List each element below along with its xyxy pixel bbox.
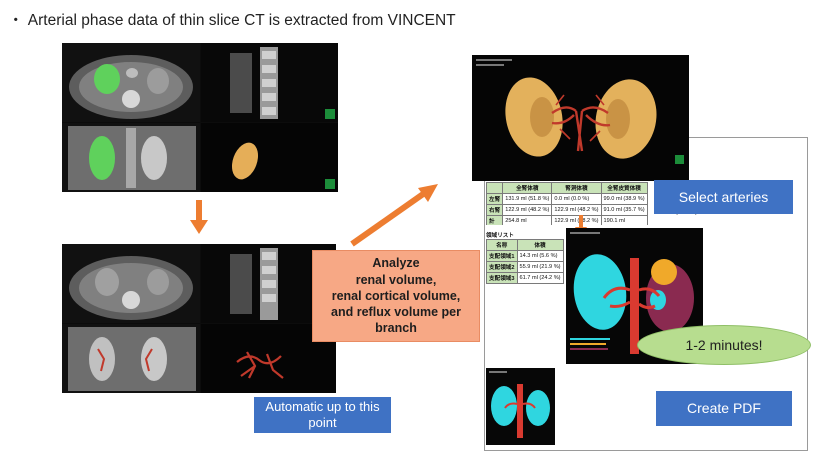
analyze-line-1: Analyze — [372, 256, 420, 271]
region-table-header: 名称 体積 — [486, 239, 564, 251]
region-table: 名称 体積 支配領域1 14.3 ml (5.6 %) 支配領域2 55.9 m… — [486, 239, 564, 284]
volume-row-label: 計 — [486, 215, 504, 225]
volume-header-cell — [486, 182, 504, 194]
automatic-label: Automatic up to this point — [254, 397, 391, 433]
table-row: 右腎 122.9 ml (48.2 %) 122.9 ml (48.2 %) 9… — [486, 204, 648, 216]
volume-cell: 0.0 ml (0.0 %) — [551, 193, 602, 205]
region-name: 支配領域1 — [486, 250, 518, 262]
volume-cell: 254.8 ml — [502, 215, 553, 225]
analyze-lines: Analyze renal volume, renal cortical vol… — [313, 255, 479, 336]
kidney-3d-image — [472, 55, 689, 181]
region-name: 支配領域3 — [486, 272, 518, 284]
volume-cell: 99.0 ml (38.9 %) — [600, 193, 648, 205]
volume-cell: 190.1 ml — [600, 215, 648, 225]
region-volume: 14.3 ml (5.6 %) — [516, 250, 564, 262]
analyze-line-2: renal volume, — [355, 272, 437, 287]
region-volume: 55.9 ml (21.9 %) — [516, 261, 564, 273]
volume-row-label: 左腎 — [486, 193, 504, 205]
region-table-wrap: 名称 体積 支配領域1 14.3 ml (5.6 %) 支配領域2 55.9 m… — [486, 239, 564, 284]
volume-table-wrap: 全腎体積 腎洞体積 全腎皮質体積 左腎 131.9 ml (51.8 %) 0.… — [486, 182, 656, 225]
region-volume: 61.7 ml (24.2 %) — [516, 272, 564, 284]
region-list-title: 領域リスト — [486, 233, 514, 239]
region-header-cell: 名称 — [486, 239, 518, 251]
ct-viewer-bottom — [62, 244, 336, 393]
volume-cell: 122.9 ml (48.2 %) — [502, 204, 553, 216]
table-row: 支配領域3 61.7 ml (24.2 %) — [486, 272, 564, 284]
time-badge: 1-2 minutes! — [637, 325, 811, 365]
thumbnail-3d-view — [486, 368, 555, 445]
analyze-box: Analyze renal volume, renal cortical vol… — [312, 250, 480, 342]
ct-viewer-bottom-image — [62, 244, 336, 393]
volume-cell: 91.0 ml (35.7 %) — [600, 204, 648, 216]
volume-cell: 122.9 ml (48.2 %) — [551, 215, 602, 225]
table-row: 支配領域2 55.9 ml (21.9 %) — [486, 261, 564, 273]
table-row: 支配領域1 14.3 ml (5.6 %) — [486, 250, 564, 262]
volume-table: 全腎体積 腎洞体積 全腎皮質体積 左腎 131.9 ml (51.8 %) 0.… — [486, 182, 648, 225]
thumbnail-3d-image — [486, 368, 555, 445]
volume-header-cell: 全腎皮質体積 — [600, 182, 648, 194]
diagonal-arrow-icon — [350, 184, 438, 247]
volume-cell: 122.9 ml (48.2 %) — [551, 204, 602, 216]
slide-title: ・ Arterial phase data of thin slice CT i… — [8, 12, 456, 29]
table-row: 左腎 131.9 ml (51.8 %) 0.0 ml (0.0 %) 99.0… — [486, 193, 648, 205]
table-row: 計 254.8 ml 122.9 ml (48.2 %) 190.1 ml — [486, 215, 648, 225]
kidney-3d-view — [472, 55, 689, 181]
region-header-cell: 体積 — [516, 239, 564, 251]
volume-cell: 131.9 ml (51.8 %) — [502, 193, 553, 205]
volume-row-label: 右腎 — [486, 204, 504, 216]
down-arrow-icon — [190, 200, 208, 234]
analyze-line-5: branch — [375, 321, 417, 336]
ct-viewer-top-image — [62, 43, 338, 192]
analyze-line-3: renal cortical volume, — [331, 288, 461, 303]
volume-header-cell: 腎洞体積 — [551, 182, 602, 194]
select-arteries-button[interactable]: Select arteries — [654, 180, 793, 214]
analyze-line-4: and reflux volume per — [331, 305, 461, 320]
create-pdf-button[interactable]: Create PDF — [656, 391, 792, 426]
volume-header-cell: 全腎体積 — [502, 182, 553, 194]
volume-table-header: 全腎体積 腎洞体積 全腎皮質体積 — [486, 182, 648, 194]
ct-viewer-top — [62, 43, 338, 192]
region-name: 支配領域2 — [486, 261, 518, 273]
